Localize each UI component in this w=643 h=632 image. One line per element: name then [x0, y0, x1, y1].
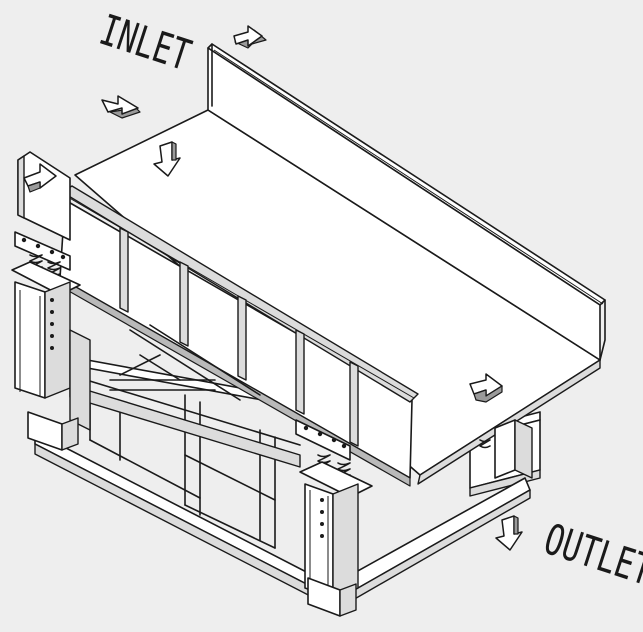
flow-arrow-icon: [23, 163, 57, 193]
screen-deck: [74, 43, 606, 485]
feed-end-flange: [17, 155, 25, 219]
feed-end-plate: [17, 151, 71, 241]
flow-arrow-icon: [469, 373, 503, 403]
flow-arrow-icon: [101, 95, 141, 119]
outlet-label: OUTLET: [538, 514, 643, 595]
left-column-bolts: [50, 298, 54, 350]
base-right-bottom-rail-side: [329, 489, 531, 613]
rear-spring: [479, 439, 491, 449]
feed-bolts: [21, 237, 66, 260]
discharge-bolts: [303, 425, 347, 449]
front-lower-braces: [129, 324, 261, 401]
feed-bolt-plate: [14, 231, 71, 271]
right-foot-side: [339, 583, 357, 617]
left-support-column-side: [44, 281, 71, 399]
flow-arrow-icon: [153, 141, 181, 177]
front-wall-ribs: [119, 227, 359, 447]
discharge-bolt-plate: [295, 419, 351, 461]
feed-end: [14, 151, 71, 271]
left-column-web: [19, 290, 41, 396]
left-foot: [27, 411, 63, 451]
base-cross-braces: [89, 439, 276, 549]
flow-arrow-icon: [233, 25, 267, 49]
side-wall-flange: [213, 49, 604, 305]
side-wall-far-end: [599, 299, 606, 361]
rear-bracing: [109, 354, 216, 391]
left-spring-support: [11, 254, 91, 451]
inlet-label: INLET: [94, 5, 197, 80]
rear-support-column: [494, 419, 516, 479]
left-foot-side: [61, 417, 79, 451]
base-inner-beam-top: [69, 374, 301, 446]
left-leg-brace: [69, 329, 91, 431]
base-right-end-lip: [469, 469, 541, 497]
right-spring-support: [295, 419, 373, 617]
right-column-bolts: [320, 498, 324, 538]
flow-arrows: [23, 25, 523, 551]
rear-right-support: [479, 419, 533, 479]
rear-support-column-side: [514, 419, 533, 479]
right-column-web: [309, 490, 329, 596]
base-frame: [34, 354, 541, 613]
flow-arrow-icon: [495, 515, 523, 551]
right-support-column-side: [332, 483, 359, 599]
